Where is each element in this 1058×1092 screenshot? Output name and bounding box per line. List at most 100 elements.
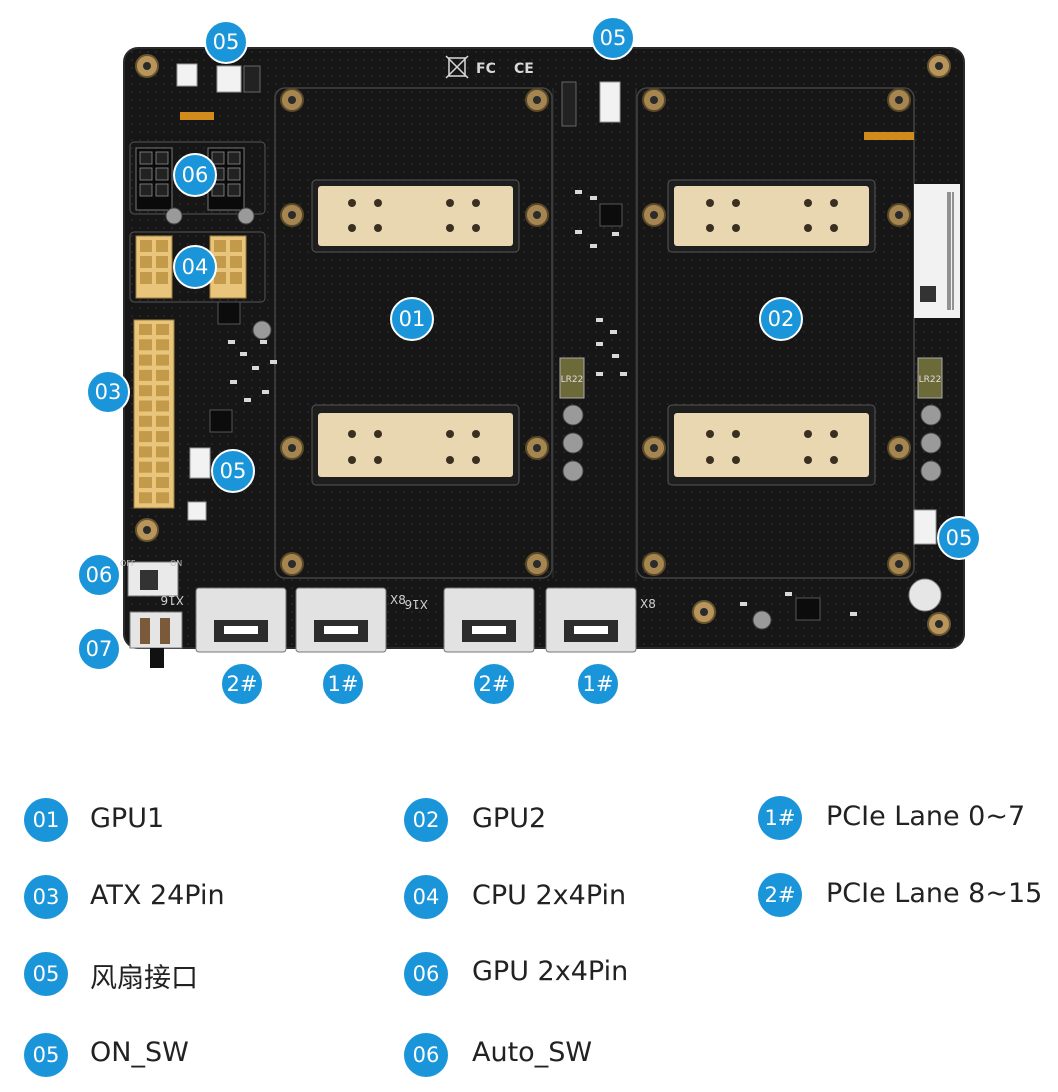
atx-pin: [156, 385, 169, 397]
callout-04-cpu-power: 04: [173, 245, 217, 289]
atx-pin: [156, 446, 169, 458]
silk-x8: X8: [390, 593, 406, 607]
callout-05-top-left: 05: [204, 20, 248, 64]
atx-pin: [139, 446, 152, 458]
legend-badge: 03: [24, 875, 68, 919]
atx-pin: [139, 461, 152, 473]
atx-pin: [139, 431, 152, 443]
smd-pad: [612, 354, 619, 358]
legend-label: CPU 2x4Pin: [472, 880, 627, 911]
gpu1-outline: [274, 87, 553, 579]
smd-pad: [590, 196, 597, 200]
legend-label: GPU1: [90, 803, 165, 834]
auto-switch: [129, 611, 183, 649]
smd-pad: [228, 340, 235, 344]
callout-03-atx: 03: [86, 370, 130, 414]
legend-label: ATX 24Pin: [90, 880, 225, 911]
atx-pin: [139, 369, 152, 381]
smd-pad: [240, 352, 247, 356]
legend-badge: 05: [24, 1033, 68, 1077]
atx-pin: [156, 339, 169, 351]
smd-pad: [244, 398, 251, 402]
legend-label: GPU 2x4Pin: [472, 956, 629, 987]
atx-pin: [156, 492, 169, 504]
legend-badge: 02: [404, 798, 448, 842]
atx-pin: [156, 324, 169, 335]
atx-pin: [139, 477, 152, 488]
legend-badge: 04: [404, 875, 448, 919]
atx-pin: [139, 415, 152, 427]
board-illustration: CE FC: [120, 47, 965, 668]
legend-badge: 1#: [758, 796, 802, 840]
atx-pin: [139, 385, 152, 397]
silk-x8: X8: [640, 597, 656, 611]
fan-header: [176, 63, 937, 545]
smd-pad: [596, 318, 603, 322]
atx-pin: [156, 369, 169, 381]
atx-pin: [139, 354, 152, 366]
callout-01-gpu1: 01: [390, 297, 434, 341]
callout-06-switch: 06: [77, 553, 121, 597]
smd-pad: [262, 390, 269, 394]
silk-x16: X16: [161, 593, 185, 607]
callout-2-right: 2#: [472, 662, 516, 706]
buzzer: [908, 578, 942, 612]
smd-pad: [740, 602, 747, 606]
atx-pin: [139, 324, 152, 335]
legend-label: PCIe Lane 0~7: [826, 801, 1026, 832]
smd-pad: [785, 592, 792, 596]
smd-pad: [590, 244, 597, 248]
atx-pin: [156, 431, 169, 443]
atx-pin: [156, 415, 169, 427]
atx-24pin-connector: [133, 319, 175, 509]
legend-badge: 2#: [758, 873, 802, 917]
callout-06-gpu-power: 06: [173, 153, 217, 197]
fc-mark: FC: [476, 61, 496, 77]
legend-label: PCIe Lane 8~15: [826, 878, 1043, 909]
callout-07-switch: 07: [77, 627, 121, 671]
smd-pad: [612, 232, 619, 236]
legend-badge: 06: [404, 1033, 448, 1077]
smd-pad: [610, 330, 617, 334]
ce-mark: CE: [514, 61, 534, 77]
legend-label: GPU2: [472, 803, 547, 834]
atx-pin: [139, 339, 152, 351]
legend-badge: 05: [24, 952, 68, 996]
legend-label: ON_SW: [90, 1037, 189, 1068]
weee-icon: [445, 55, 469, 79]
legend-badge: 06: [404, 952, 448, 996]
inductor-label: LR22: [561, 375, 584, 385]
smd-pad: [575, 230, 582, 234]
callout-2-left: 2#: [220, 662, 264, 706]
smd-pad: [252, 366, 259, 370]
callout-05-left-fan: 05: [211, 449, 255, 493]
callout-05-right-fan: 05: [937, 516, 981, 560]
gpu-socket-group: [311, 179, 876, 486]
smd-pad: [230, 380, 237, 384]
gpu2-outline: [636, 87, 915, 579]
smd-pad: [260, 340, 267, 344]
svg-text:ON: ON: [170, 559, 182, 568]
inductor-label: LR22: [919, 375, 942, 385]
atx-pin: [156, 400, 169, 412]
atx-pin: [139, 400, 152, 412]
silk-x16: X16: [405, 597, 429, 611]
legend-label: Auto_SW: [472, 1037, 593, 1068]
callout-02-gpu2: 02: [759, 297, 803, 341]
callout-1-right: 1#: [576, 662, 620, 706]
atx-pin: [156, 461, 169, 473]
legend-label: 风扇接口: [90, 963, 198, 994]
atx-pin: [139, 492, 152, 504]
callout-1-left: 1#: [321, 662, 365, 706]
smd-pad: [596, 372, 603, 376]
smd-pad: [850, 612, 857, 616]
smd-pad: [575, 190, 582, 194]
atx-pin: [156, 354, 169, 366]
svg-text:OFF: OFF: [120, 559, 136, 568]
legend-badge: 01: [24, 798, 68, 842]
smd-pad: [620, 372, 627, 376]
smd-pad: [270, 360, 277, 364]
callout-05-top-mid: 05: [591, 16, 635, 60]
smd-pad: [596, 342, 603, 346]
atx-pin: [156, 477, 169, 488]
